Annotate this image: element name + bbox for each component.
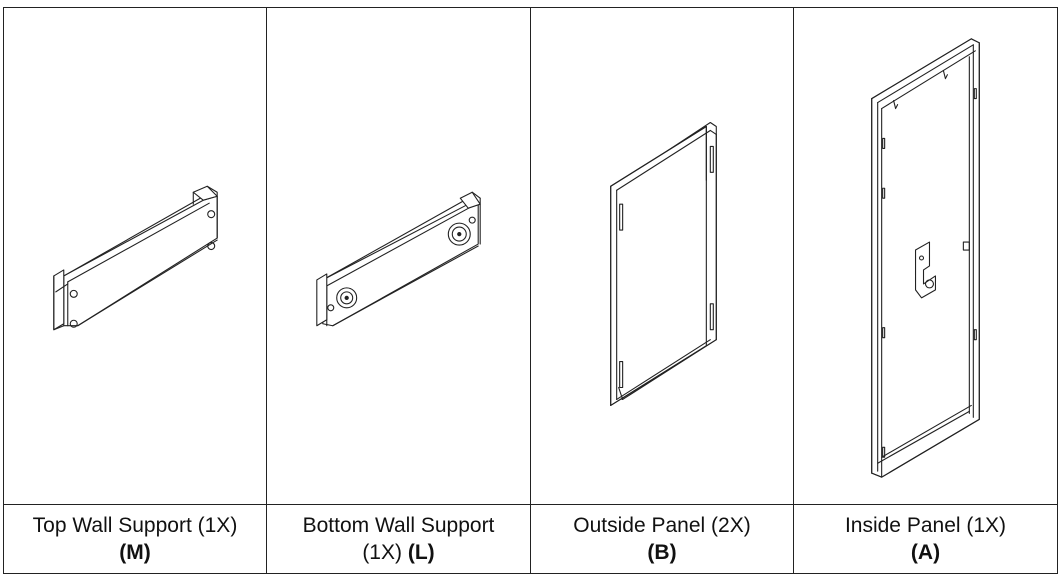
part-label-cell-m: Top Wall Support (1X) (M): [3, 504, 267, 574]
bottom-wall-support-drawing: [316, 191, 481, 327]
part-image-cell-a: [793, 7, 1058, 505]
part-label-cell-a: Inside Panel (1X) (A): [793, 504, 1058, 574]
part-name-b: Outside Panel (2X): [573, 514, 751, 537]
inside-panel-drawing: [871, 38, 980, 478]
part-name-a: Inside Panel (1X): [844, 514, 1007, 537]
part-name-m: Top Wall Support (1X): [32, 514, 238, 537]
part-qty-l: (1X): [362, 541, 402, 564]
part-letter-a: (A): [910, 541, 941, 564]
part-letter-l: (L): [407, 541, 435, 564]
part-image-cell-m: [3, 7, 267, 505]
parts-image-row: [3, 7, 1058, 505]
part-letter-b: (B): [647, 541, 677, 564]
part-label-cell-l: Bottom Wall Support (1X) (L): [266, 504, 531, 574]
parts-label-row: Top Wall Support (1X) (M) Bottom Wall Su…: [3, 504, 1058, 574]
part-image-cell-l: [266, 7, 531, 505]
parts-table: Top Wall Support (1X) (M) Bottom Wall Su…: [3, 7, 1058, 574]
part-label-cell-b: Outside Panel (2X) (B): [530, 504, 794, 574]
top-wall-support-drawing: [53, 185, 218, 331]
part-letter-m: (M): [119, 541, 151, 564]
part-image-cell-b: [530, 7, 794, 505]
part-name-l: Bottom Wall Support: [302, 514, 495, 537]
outside-panel-drawing: [610, 121, 717, 406]
